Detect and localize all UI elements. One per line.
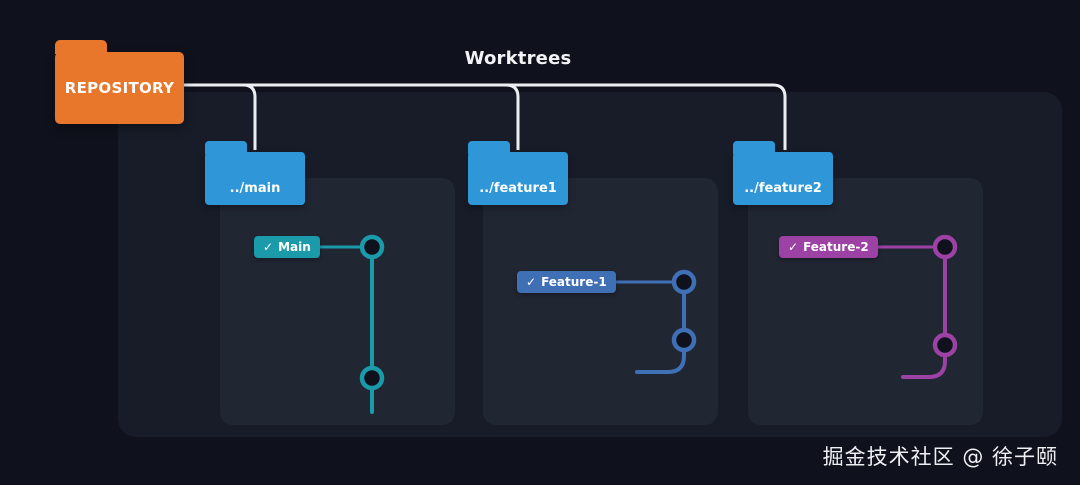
check-icon: ✓ [263,240,274,254]
panel-feature1: ✓ Feature-1 [483,178,718,425]
branch-line [635,280,686,374]
commit-node [932,234,958,260]
panel-main: ✓ Main [220,178,455,425]
commit-node [671,327,697,353]
commit-node [359,234,385,260]
diagram-title: Worktrees [464,48,572,69]
repository-folder-icon: REPOSITORY [55,40,184,124]
folder-main-icon: ../main [205,141,305,205]
repository-label: REPOSITORY [64,79,175,97]
check-icon: ✓ [788,240,799,254]
branch-graph-feature1 [551,269,697,374]
watermark-text: 掘金技术社区 @ 徐子颐 [822,445,1058,469]
branch-badge-main: ✓ Main [254,236,320,258]
folder-feature2-label: ../feature2 [744,181,822,196]
check-icon: ✓ [526,275,537,289]
branch-badge-label: Feature-2 [803,240,869,254]
branch-graph-feature2 [816,234,958,379]
commit-node [359,365,385,391]
branch-badge-label: Feature-1 [541,275,607,289]
branch-line [901,245,947,379]
panel-feature2: ✓ Feature-2 [748,178,983,425]
commit-node [932,332,958,358]
folder-feature1-icon: ../feature1 [468,141,568,205]
commit-node [671,269,697,295]
folder-main-label: ../main [229,181,281,196]
branch-graph-main [278,234,385,414]
folder-feature2-icon: ../feature2 [733,141,833,205]
branch-badge-feature1: ✓ Feature-1 [517,271,616,293]
folder-feature1-label: ../feature1 [479,181,557,196]
branch-badge-feature2: ✓ Feature-2 [779,236,878,258]
branch-badge-label: Main [278,240,311,254]
